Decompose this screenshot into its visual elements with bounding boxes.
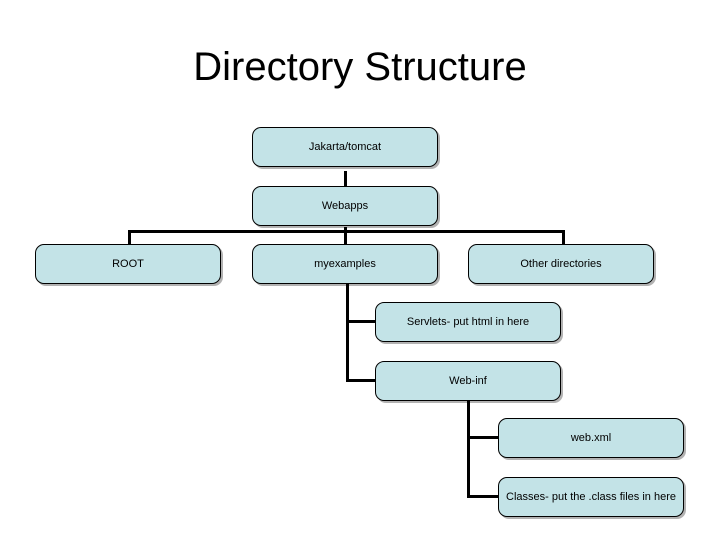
connector-myexamples-trunk: [346, 283, 349, 382]
node-label-webapps: Webapps: [321, 199, 369, 212]
connector-drop-root: [128, 230, 131, 245]
node-web-inf[interactable]: Web-inf: [375, 361, 561, 401]
node-label-web-inf: Web-inf: [449, 374, 487, 387]
connector-branch-classes: [467, 495, 500, 498]
connector-branch-servlets: [346, 320, 377, 323]
node-web-xml[interactable]: web.xml: [498, 418, 684, 458]
node-servlets[interactable]: Servlets- put html in here: [375, 302, 561, 342]
connector-branch-web-xml: [467, 436, 500, 439]
node-classes[interactable]: Classes- put the .class files in here: [498, 477, 684, 517]
page-title: Directory Structure: [193, 45, 527, 89]
node-label-myexamples: myexamples: [314, 257, 376, 270]
connector-webapps-bar: [128, 230, 565, 233]
node-label-web-xml: web.xml: [570, 431, 612, 444]
node-other-directories[interactable]: Other directories: [468, 244, 654, 284]
connector-webapps-stem: [344, 227, 347, 245]
connector-drop-other-directories: [562, 230, 565, 245]
node-label-classes: Classes- put the .class files in here: [506, 490, 676, 503]
node-label-root: ROOT: [112, 257, 144, 270]
node-label-servlets: Servlets- put html in here: [406, 315, 530, 328]
connector-branch-web-inf: [346, 379, 377, 382]
connector-web-inf-trunk: [467, 399, 470, 498]
node-label-jakarta-tomcat: Jakarta/tomcat: [308, 140, 382, 153]
node-root[interactable]: ROOT: [35, 244, 221, 284]
node-webapps[interactable]: Webapps: [252, 186, 438, 226]
connector-jakarta-to-webapps: [344, 171, 347, 187]
node-myexamples[interactable]: myexamples: [252, 244, 438, 284]
node-jakarta-tomcat[interactable]: Jakarta/tomcat: [252, 127, 438, 167]
node-label-other-directories: Other directories: [520, 257, 602, 270]
